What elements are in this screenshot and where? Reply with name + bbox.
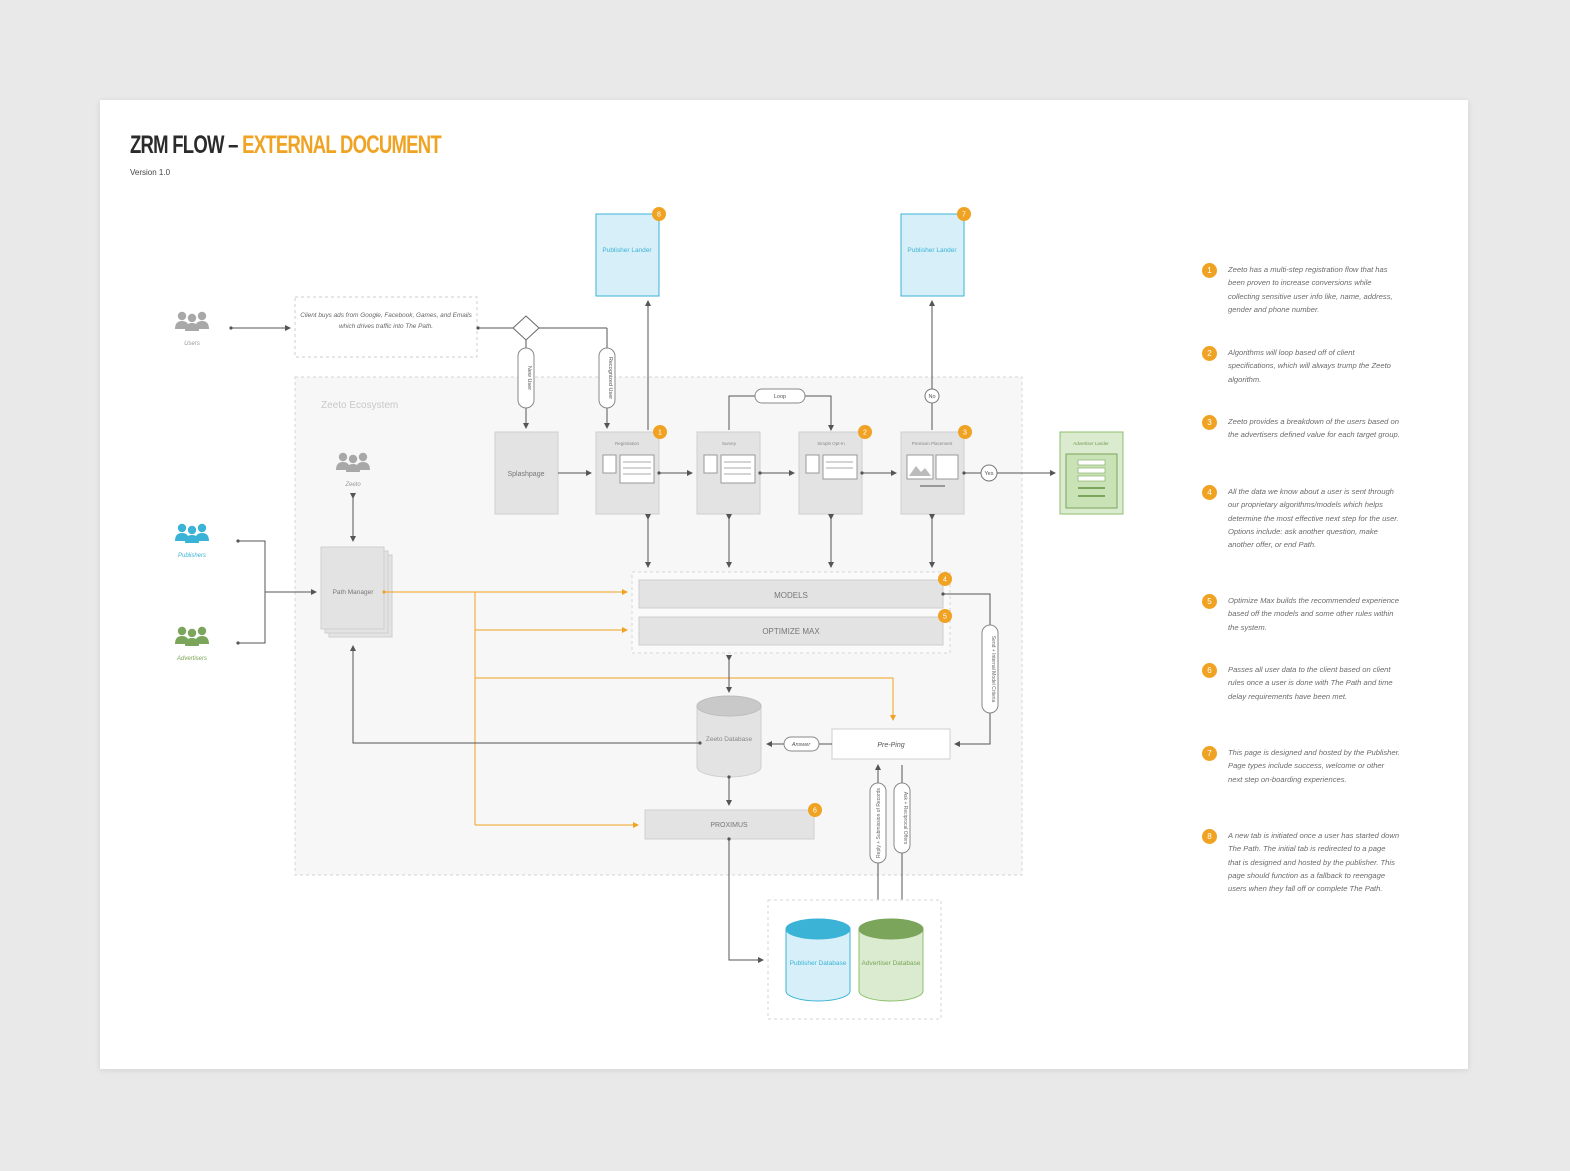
note-5-badge: 5 [1202,594,1217,609]
badge-6: 6 [808,803,822,817]
simple-optin-label: Simple Opt-In [817,441,845,446]
advertiser-database [858,918,924,1002]
zeeto-database-label-1: Zeeto Database [706,736,753,743]
svg-text:4: 4 [943,577,947,584]
users-label: Users [184,341,200,347]
note-3-text: Zeeto provides a breakdown of the users … [1228,417,1400,440]
optimize-max-label: OPTIMIZE MAX [762,627,820,636]
svg-text:3: 3 [963,430,967,437]
note-4-text: All the data we know about a user is sen… [1228,487,1399,550]
no-decision [924,388,940,404]
no-label: No [928,394,935,400]
advertiser-database-label: Advertiser Database [862,960,921,967]
zeeto-database [696,695,762,778]
zeeto-team-icon [336,453,370,472]
proximus-label: PROXIMUS [710,822,748,829]
svg-text:7: 7 [962,212,966,219]
note-1-text: Zeeto has a multi-step registration flow… [1228,265,1393,314]
badge-1: 1 [653,425,667,439]
yes-label: Yes [985,471,994,477]
new-user-pill [517,347,535,409]
publishers-icon [175,524,209,543]
optimize-max-box [638,616,944,646]
badge-5: 5 [938,609,952,623]
survey-label: Survey [722,441,737,446]
publisher-database [785,918,851,1002]
ask-label: Ask + Reciprocal Offers [902,792,908,845]
publisher-database-label: Publisher Database [790,960,847,967]
publisher-lander-left [595,213,660,297]
answer-pill [783,736,820,752]
note-3-badge: 3 [1202,415,1217,430]
note-7-text: This page is designed and hosted by the … [1228,748,1400,784]
recognized-user-pill [598,347,616,409]
answer-label: Answer [791,742,812,748]
splashpage-box [494,431,559,515]
note-4-badge: 4 [1202,485,1217,500]
note-8-text: A new tab is initiated once a user has s… [1228,831,1400,894]
client-note-text: Client buys ads from Google, Facebook, G… [300,312,472,330]
advertiser-lander: Advertiser Lander [1059,431,1124,515]
document-title: ZRM FLOW – EXTERNAL DOCUMENT [130,131,442,160]
reply-label: Reply + Submission of Records [876,788,882,858]
models-box [638,579,944,609]
badge-8: 8 [652,207,666,221]
note-6-badge: 6 [1202,663,1217,678]
publisher-lander-right [900,213,965,297]
send-label: Send + Internal Model Criteria [990,636,996,703]
note-8-badge: 8 [1202,829,1217,844]
publisher-lander-right-label: Publisher Lander [907,247,957,254]
path-manager-label: Path Manager [333,589,375,596]
version-label: Version 1.0 [130,168,171,177]
svg-text:2: 2 [863,430,867,437]
ask-pill [893,782,911,854]
svg-text:1: 1 [658,430,662,437]
recognized-user-label: Recognized User [607,357,613,399]
note-6-text: Passes all user data to the client based… [1228,665,1393,701]
registration-label: Registration [615,441,640,446]
advertisers-label: Advertisers [176,656,207,662]
reply-pill [869,782,887,864]
client-note-box [294,296,478,358]
path-manager-box [320,546,385,630]
proximus-box [644,809,815,840]
premium-placement-label: Premium Placement [912,441,953,446]
ecosystem-label: Zeeto Ecosystem [321,400,398,411]
svg-text:6: 6 [813,808,817,815]
survey-page: Survey [696,431,761,515]
loop-pill [754,388,806,404]
badge-4: 4 [938,572,952,586]
badge-2: 2 [858,425,872,439]
svg-text:8: 8 [657,212,661,219]
title-main: ZRM FLOW – [130,131,238,159]
note-2-text: Algorithms will loop based off of client… [1228,348,1391,384]
splashpage-label: Splashpage [508,471,545,478]
registration-page: Registration [595,431,660,515]
badge-3: 3 [958,425,972,439]
loop-label: Loop [774,394,786,400]
title-highlight: EXTERNAL DOCUMENT [242,131,442,159]
advertisers-icon [175,627,209,646]
note-7-badge: 7 [1202,746,1217,761]
note-1-badge: 1 [1202,263,1217,278]
note-2-badge: 2 [1202,346,1217,361]
svg-text:5: 5 [943,614,947,621]
note-5-text: Optimize Max builds the recommended expe… [1228,596,1399,632]
decision-diamond [512,315,540,341]
advertiser-lander-label: Advertiser Lander [1073,441,1109,446]
new-user-label: New User [526,366,532,390]
publishers-label: Publishers [178,553,206,559]
models-label: MODELS [774,591,808,600]
send-pill [981,624,999,714]
simple-optin-page: Simple Opt-In [798,431,863,515]
publisher-lander-left-label: Publisher Lander [602,247,652,254]
pre-ping-label: Pre-Ping [877,742,904,749]
zeeto-label: Zeeto [344,482,361,488]
users-icon [175,312,209,331]
badge-7: 7 [957,207,971,221]
premium-placement-page: Premium Placement [900,431,965,515]
